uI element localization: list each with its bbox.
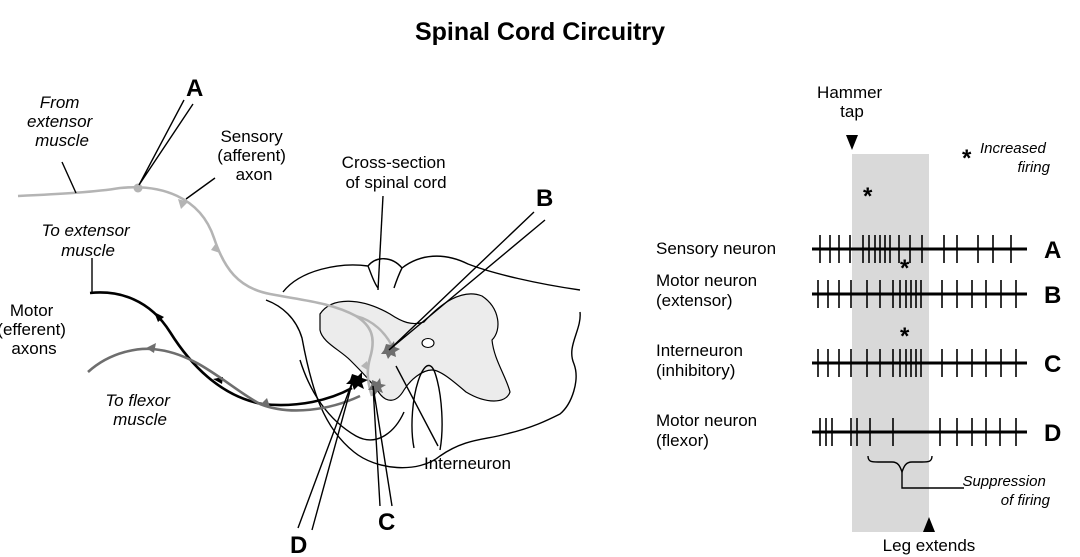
sensory-axon-leader	[186, 178, 215, 199]
gray-matter	[320, 294, 510, 401]
motor-flexor-arrow-1	[146, 343, 156, 353]
hammer-tap-marker	[846, 135, 858, 150]
motor-axons-label: Motor (efferent) axons	[0, 301, 71, 358]
electrode-a	[139, 100, 193, 185]
cross-section-leader	[378, 196, 383, 290]
figure-title: Spinal Cord Circuitry	[415, 18, 665, 46]
cross-section-label: Cross-section of spinal cord	[342, 153, 451, 192]
to-extensor-label: To extensor muscle	[42, 221, 135, 260]
label-b: B	[536, 185, 553, 212]
increased-firing-asterisk: *	[962, 145, 972, 172]
suppression-label: Suppression of firing	[962, 473, 1050, 509]
spinal-cord-diagram: A B D C From extensor muscle Sensory (af…	[0, 75, 580, 557]
row-c-label: Interneuron (inhibitory)	[656, 341, 748, 380]
row-a-label: Sensory neuron	[656, 239, 776, 258]
hammer-tap-window	[852, 154, 929, 532]
sensory-axon-label: Sensory (afferent) axon	[217, 127, 290, 184]
leg-extends-label: Leg extends	[883, 536, 976, 555]
increased-firing-label: Increased firing	[980, 140, 1051, 176]
spike-train-panel: Hammer tap * Increased firing Sensory ne…	[656, 83, 1061, 555]
label-c: C	[378, 509, 395, 536]
ventral-fissure	[412, 366, 442, 451]
row-b-label: Motor neuron (extensor)	[656, 271, 762, 310]
row-b-asterisk: *	[900, 255, 910, 282]
interneuron-label: Interneuron	[424, 454, 511, 473]
interneuron-leader	[396, 366, 438, 446]
motor-extensor-axon	[90, 292, 352, 405]
central-canal	[422, 339, 434, 348]
sensory-cell-body	[134, 184, 143, 193]
from-extensor-leader	[62, 162, 76, 193]
from-extensor-label: From extensor muscle	[27, 93, 97, 150]
row-a-letter: A	[1044, 237, 1061, 264]
row-b-letter: B	[1044, 282, 1061, 309]
row-d-letter: D	[1044, 420, 1061, 447]
label-a: A	[186, 75, 203, 102]
to-flexor-label: To flexor muscle	[105, 391, 174, 429]
label-d: D	[290, 532, 307, 557]
row-a-asterisk: *	[863, 183, 873, 210]
hammer-tap-label: Hammer tap	[817, 83, 887, 121]
electrode-c	[373, 386, 392, 506]
row-c-letter: C	[1044, 351, 1061, 378]
row-d-label: Motor neuron (flexor)	[656, 411, 762, 450]
row-c-asterisk: *	[900, 323, 910, 350]
